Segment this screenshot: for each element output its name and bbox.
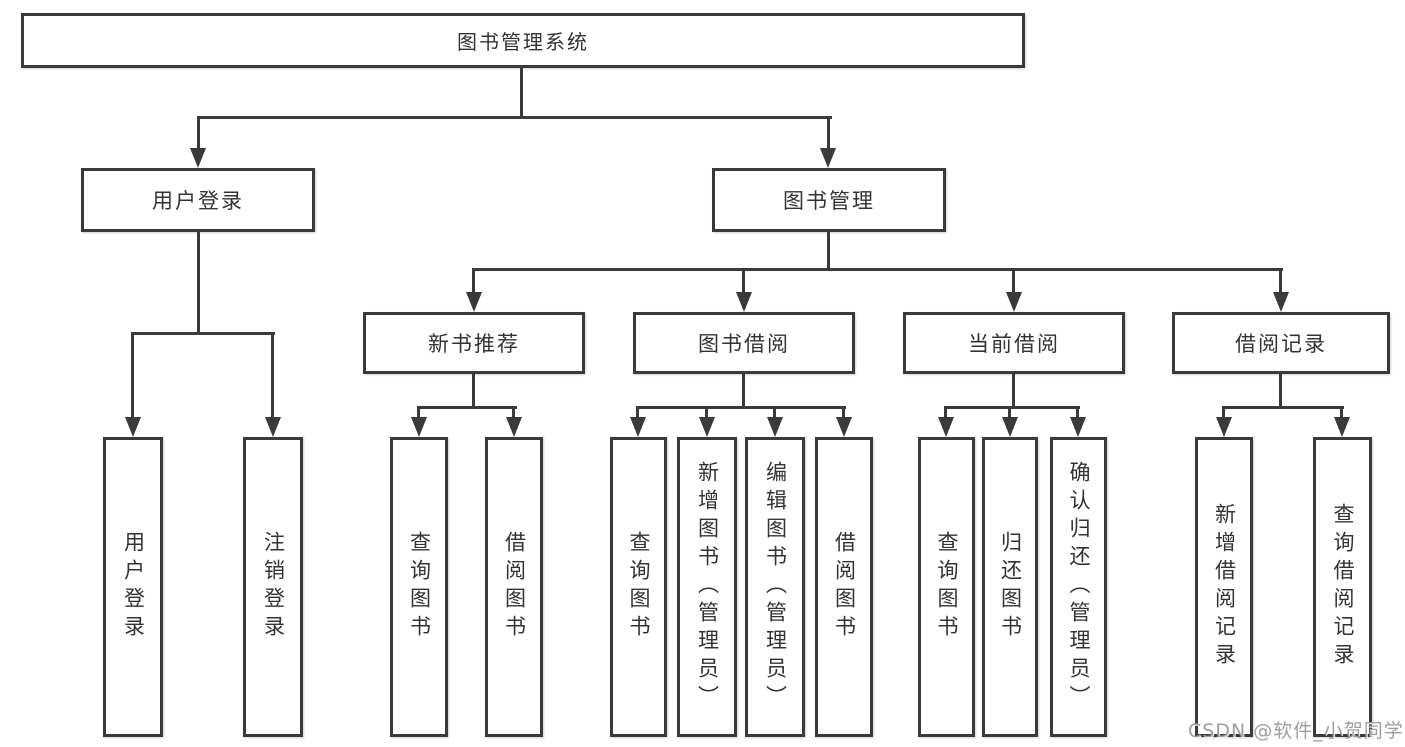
- connector-line: [636, 406, 639, 419]
- connector-line: [944, 406, 947, 419]
- connector-line: [417, 406, 420, 419]
- connector-line: [197, 116, 200, 150]
- arrowhead-icon: [699, 417, 715, 437]
- node-label: 当前借阅: [968, 332, 1060, 356]
- connector-line: [1279, 268, 1282, 294]
- node-book-borrow: 图书借阅: [633, 312, 855, 374]
- connector-line: [1279, 374, 1282, 409]
- connector-line: [636, 406, 846, 409]
- arrowhead-icon: [1070, 417, 1086, 437]
- arrowhead-icon: [820, 148, 836, 168]
- node-label: 新增图书（管理员）: [695, 461, 720, 713]
- leaf-query-borrow-record: 查询借阅记录: [1313, 437, 1372, 737]
- connector-line: [1340, 406, 1343, 419]
- connector-line: [417, 406, 517, 409]
- arrowhead-icon: [630, 417, 646, 437]
- leaf-borrow-book-recommend: 借阅图书: [485, 437, 543, 737]
- connector-line: [131, 332, 275, 335]
- leaf-return-book: 归还图书: [982, 437, 1038, 737]
- leaf-query-book-recommend: 查询图书: [390, 437, 448, 737]
- leaf-borrow-book: 借阅图书: [815, 437, 873, 737]
- leaf-add-book-admin: 新增图书（管理员）: [677, 437, 737, 737]
- node-label: 图书管理系统: [457, 30, 589, 54]
- connector-line: [472, 268, 475, 294]
- connector-line: [472, 268, 1283, 271]
- connector-line: [842, 406, 845, 419]
- node-label: 查询图书: [627, 531, 651, 643]
- node-label: 新书推荐: [428, 332, 520, 356]
- connector-line: [1012, 374, 1015, 409]
- node-label: 借阅图书: [832, 531, 857, 643]
- connector-line: [705, 406, 708, 419]
- connector-line: [827, 232, 830, 271]
- arrowhead-icon: [836, 417, 852, 437]
- connector-line: [197, 116, 832, 119]
- node-label: 编辑图书（管理员）: [763, 461, 788, 713]
- node-label: 用户登录: [152, 189, 244, 213]
- connector-line: [472, 374, 475, 409]
- node-label: 借阅记录: [1235, 332, 1327, 356]
- leaf-user-login: 用户登录: [103, 437, 163, 737]
- arrowhead-icon: [265, 417, 281, 437]
- connector-line: [742, 374, 745, 409]
- connector-line: [742, 268, 745, 294]
- node-label: 注销登录: [261, 531, 286, 643]
- connector-line: [773, 406, 776, 419]
- connector-line: [827, 116, 830, 150]
- connector-line: [197, 232, 200, 335]
- arrowhead-icon: [466, 292, 482, 312]
- node-label: 新增借阅记录: [1212, 503, 1237, 671]
- node-label: 用户登录: [121, 531, 146, 643]
- node-current-borrow: 当前借阅: [903, 312, 1125, 374]
- node-label: 图书借阅: [698, 332, 790, 356]
- node-label: 查询借阅记录: [1331, 503, 1355, 671]
- arrowhead-icon: [767, 417, 783, 437]
- arrowhead-icon: [1273, 292, 1289, 312]
- arrowhead-icon: [506, 417, 522, 437]
- node-borrow-records: 借阅记录: [1172, 312, 1390, 374]
- leaf-edit-book-admin: 编辑图书（管理员）: [745, 437, 805, 737]
- connector-line: [1222, 406, 1344, 409]
- connector-line: [512, 406, 515, 419]
- arrowhead-icon: [1006, 292, 1022, 312]
- node-label: 查询图书: [407, 531, 432, 643]
- connector-line: [271, 332, 274, 419]
- connector-line: [131, 332, 134, 419]
- node-book-management: 图书管理: [712, 168, 946, 232]
- node-label: 归还图书: [998, 531, 1023, 643]
- connector-line: [1012, 268, 1015, 294]
- connector-line: [944, 406, 1080, 409]
- arrowhead-icon: [736, 292, 752, 312]
- leaf-logout: 注销登录: [243, 437, 303, 737]
- leaf-query-book-borrow: 查询图书: [610, 437, 667, 737]
- arrowhead-icon: [938, 417, 954, 437]
- connector-line: [1222, 406, 1225, 419]
- node-label: 图书管理: [783, 189, 875, 213]
- arrowhead-icon: [125, 417, 141, 437]
- node-label: 确认归还（管理员）: [1067, 461, 1091, 713]
- arrowhead-icon: [1334, 417, 1350, 437]
- arrowhead-icon: [1216, 417, 1232, 437]
- arrowhead-icon: [190, 148, 206, 168]
- connector-line: [520, 68, 523, 118]
- node-new-book-recommend: 新书推荐: [363, 312, 585, 374]
- arrowhead-icon: [411, 417, 427, 437]
- leaf-add-borrow-record: 新增借阅记录: [1195, 437, 1253, 737]
- leaf-query-book-current: 查询图书: [918, 437, 975, 737]
- node-root: 图书管理系统: [21, 13, 1025, 68]
- csdn-watermark: CSDN @软件_小贺同学: [1188, 720, 1404, 742]
- leaf-confirm-return-admin: 确认归还（管理员）: [1050, 437, 1107, 737]
- arrowhead-icon: [1002, 417, 1018, 437]
- connector-line: [1008, 406, 1011, 419]
- node-label: 借阅图书: [502, 531, 527, 643]
- node-label: 查询图书: [935, 531, 959, 643]
- connector-line: [1076, 406, 1079, 419]
- node-user-login: 用户登录: [81, 168, 315, 232]
